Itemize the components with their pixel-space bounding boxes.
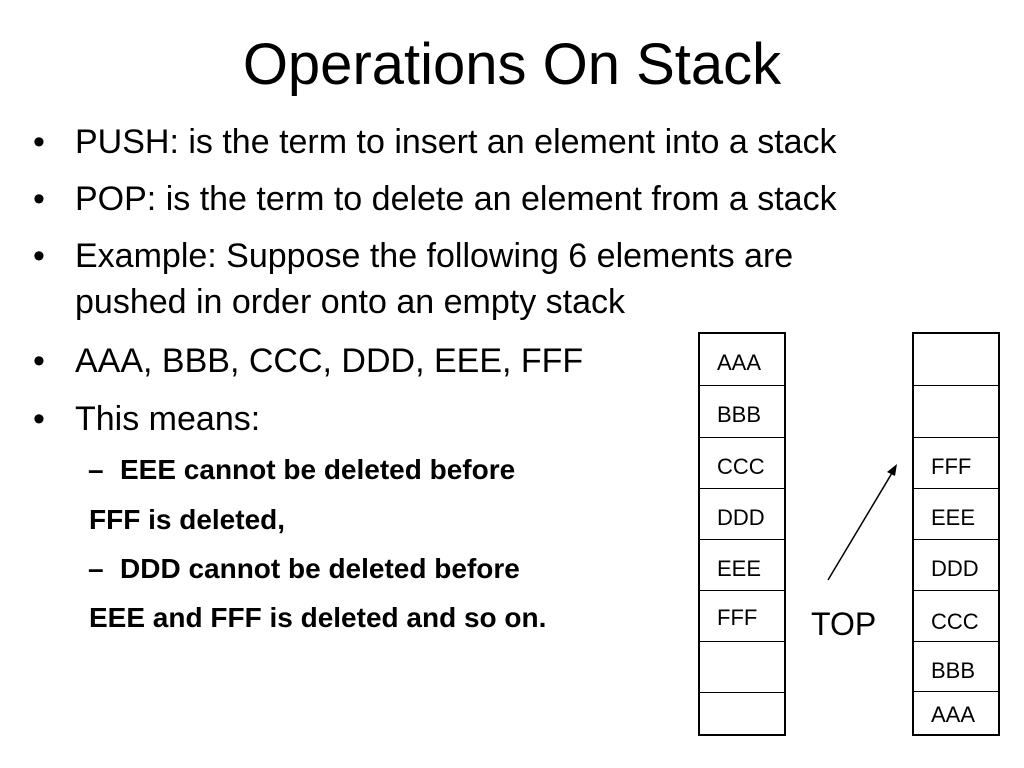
stack-cell (700, 693, 784, 734)
bullet-text: pushed in order onto an empty stack (75, 283, 625, 321)
sub-item-ddd-continued: EEE and FFF is deleted and so on. (89, 598, 546, 638)
stack-cell: AAA (931, 702, 976, 727)
sub-item-eee: – EEE cannot be deleted before (88, 450, 516, 490)
stack-cell (700, 642, 784, 693)
bullet-text: POP: is the term to delete an element fr… (75, 180, 837, 218)
stack-cell: FFF (700, 591, 784, 642)
stack-cell (914, 334, 998, 386)
sub-item-eee-continued: FFF is deleted, (89, 500, 285, 540)
sub-item-text: EEE and FFF is deleted and so on. (89, 602, 547, 633)
bullet-marker: • (33, 237, 45, 275)
bullet-text: This means: (75, 400, 261, 438)
stack-cell: FFF (914, 438, 998, 489)
bullet-pop: • POP: is the term to delete an element … (33, 176, 837, 222)
sub-item-ddd: – DDD cannot be deleted before (88, 549, 520, 589)
stack-cell: BBB (914, 642, 998, 692)
bullet-elements: • AAA, BBB, CCC, DDD, EEE, FFF (33, 338, 584, 384)
stack-cell: CCC (914, 591, 998, 642)
stack-cell: AAA (700, 334, 784, 386)
sub-item-text: FFF is deleted, (89, 504, 286, 535)
stack-cell: DDD (700, 489, 784, 540)
stack-cell: EEE (700, 540, 784, 591)
top-arrow-icon (827, 464, 897, 581)
sub-item-marker: – (88, 553, 104, 584)
bullet-text: Example: Suppose the following 6 element… (75, 237, 794, 275)
stack-result: FFF EEE DDD CCC BBB AAA (912, 332, 1000, 736)
bullet-example: • Example: Suppose the following 6 eleme… (33, 233, 794, 279)
sub-item-text: DDD cannot be deleted before (120, 553, 520, 584)
stack-cell: DDD (914, 540, 998, 591)
sub-item-text: EEE cannot be deleted before (120, 454, 516, 485)
stack-push-order: AAA BBB CCC DDD EEE FFF (698, 332, 786, 736)
top-label: TOP (811, 606, 877, 642)
bullet-text: PUSH: is the term to insert an element i… (75, 123, 837, 161)
bullet-push: • PUSH: is the term to insert an element… (33, 119, 837, 165)
stack-cell: BBB (700, 386, 784, 438)
stack-cell: EEE (914, 489, 998, 540)
stack-cell (914, 386, 998, 438)
bullet-marker: • (33, 123, 45, 161)
slide-title: Operations On Stack (242, 32, 782, 97)
stack-cell: CCC (700, 438, 784, 489)
bullet-example-continued: pushed in order onto an empty stack (75, 279, 625, 325)
bullet-marker: • (33, 342, 45, 380)
bullet-marker: • (33, 180, 45, 218)
bullet-this-means: • This means: (33, 396, 261, 442)
bullet-marker: • (33, 400, 45, 438)
sub-item-marker: – (88, 454, 104, 485)
bullet-text: AAA, BBB, CCC, DDD, EEE, FFF (75, 342, 584, 380)
